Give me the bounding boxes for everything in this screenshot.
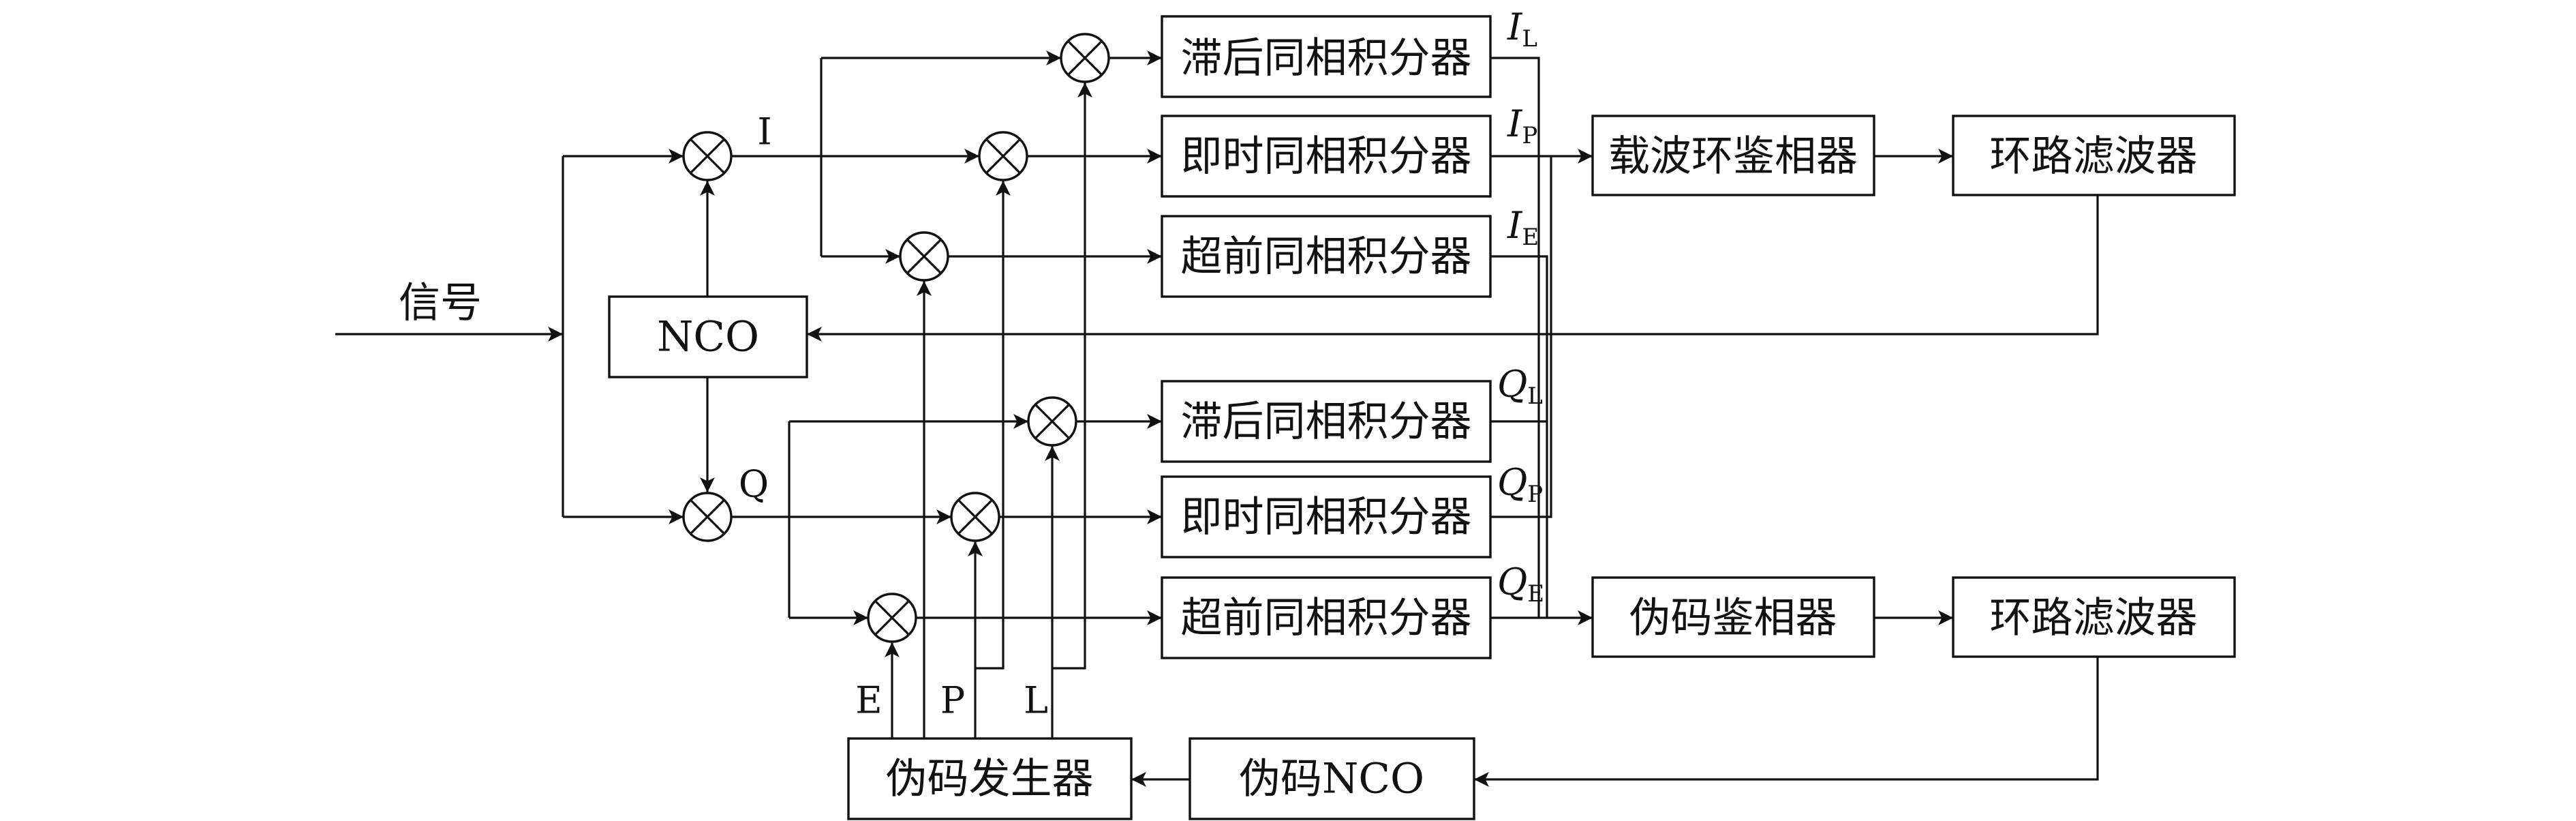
q-mixer [682,492,733,542]
ip-main: I [1507,102,1523,145]
ql-sub: L [1527,383,1543,410]
carrier-nco-label: NCO [657,313,759,361]
carrier-feedback-wire [807,195,2099,342]
p-tap-to-i-prompt-wire [975,181,1011,670]
signal-wires [335,50,2099,787]
ip-sub: P [1522,122,1537,149]
carrier-loop-filter-box [1952,115,2236,196]
qp-main: Q [1497,461,1527,504]
ip-output-label: IP [1507,102,1537,149]
prompt-tap-label: P [940,679,965,722]
qe-sub: E [1527,580,1544,608]
q-early-integrator-label: 超前同相积分器 [1180,594,1471,642]
code-nco-box [1189,737,1475,820]
q-late-mixer [1027,396,1077,447]
signal-labels: 信号 I Q E P L IL IP IE QL QP QE [399,5,1544,722]
code-loop-filter-label: 环路滤波器 [1989,594,2197,642]
qe-main: Q [1497,561,1527,603]
il-main: I [1507,5,1523,48]
code-nco-label: 伪码NCO [1239,755,1424,803]
i-prompt-integrator-label: 即时同相积分器 [1180,132,1471,181]
code-generator-label: 伪码发生器 [885,755,1093,803]
qe-output-label: QE [1497,561,1544,608]
code-discriminator-box [1591,576,1875,658]
q-prompt-integrator-label: 即时同相积分器 [1180,493,1471,541]
il-sub: L [1522,25,1537,53]
l-tap-to-i-late-wire [1052,83,1092,670]
q-prompt-integrator-box [1161,475,1492,558]
early-tap-label: E [855,679,882,722]
q-prompt-mixer [950,492,1000,542]
qp-output-label: QP [1497,461,1543,508]
carrier-discriminator-box [1591,115,1875,196]
carrier-discriminator-label: 载波环鉴相器 [1608,132,1858,181]
q-late-integrator-box [1161,380,1492,463]
ie-output-wire [1490,255,1548,618]
i-mixer [682,131,733,181]
i-early-integrator-label: 超前同相积分器 [1180,233,1471,281]
i-late-mixer [1060,33,1110,83]
qp-sub: P [1527,481,1543,508]
carrier-nco-box [608,295,808,378]
qp-output-wire [1490,156,1552,518]
code-loop-filter-box [1952,576,2236,658]
i-late-integrator-box [1161,15,1492,98]
code-discriminator-label: 伪码鉴相器 [1629,594,1837,642]
q-branch-label: Q [739,463,769,506]
i-branch-label: I [757,110,771,153]
code-generator-box [847,737,1133,820]
i-early-mixer [899,231,949,282]
q-early-integrator-box [1161,576,1492,659]
blocks: NCO 滞后同相积分器 即时同相积分器 超前同相积分器 滞后同相积分器 即时同相… [608,15,2236,820]
ie-sub: E [1522,224,1539,251]
ie-output-label: IE [1507,204,1539,251]
il-output-label: IL [1507,5,1537,53]
i-early-integrator-box [1161,215,1492,298]
code-feedback-wire [1474,657,2099,787]
ie-main: I [1507,204,1523,247]
il-output-wire [1490,57,1540,618]
mixer-group [682,33,1110,643]
carrier-loop-filter-label: 环路滤波器 [1989,132,2197,181]
ql-main: Q [1497,363,1527,406]
ql-output-label: QL [1497,363,1543,410]
i-late-integrator-label: 滞后同相积分器 [1180,34,1471,83]
i-prompt-mixer [978,131,1028,181]
late-tap-label: L [1024,679,1048,722]
input-signal-label: 信号 [399,279,482,327]
q-early-mixer [867,593,917,643]
i-prompt-integrator-box [1161,115,1492,198]
q-late-integrator-label: 滞后同相积分器 [1180,398,1471,446]
